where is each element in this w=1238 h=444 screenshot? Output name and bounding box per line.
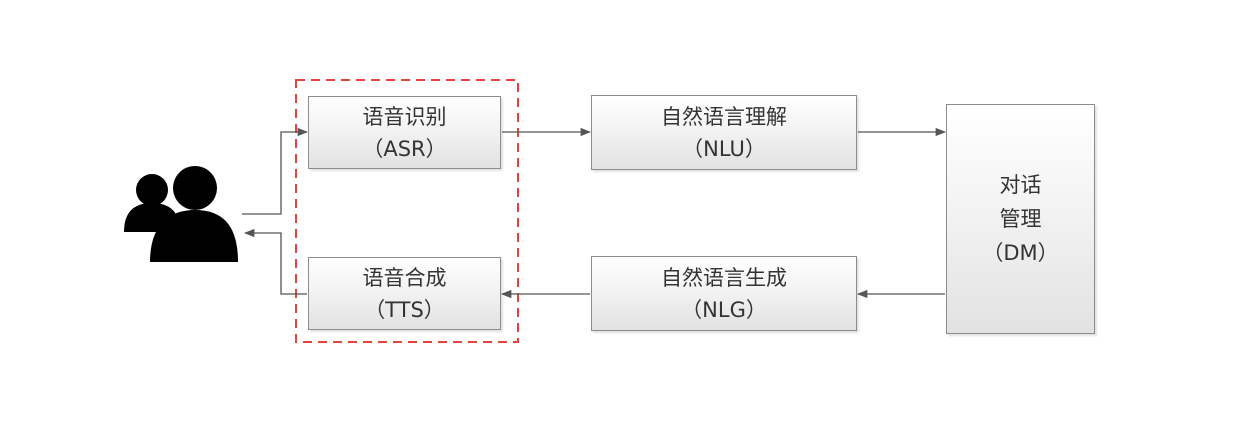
- nlg-node-name: 自然语言生成: [661, 265, 787, 290]
- asr-node-abbr: （ASR）: [362, 136, 447, 161]
- arrow-user-to-asr: [242, 127, 309, 215]
- tts-node: 语音合成 （TTS）: [308, 257, 501, 330]
- tts-node-name: 语音合成: [362, 265, 447, 290]
- speech-module-highlight: [295, 79, 519, 343]
- nlg-node-abbr: （NLG）: [681, 297, 767, 322]
- nlu-node-name: 自然语言理解: [661, 104, 787, 129]
- arrow-tts-to-user: [243, 228, 307, 295]
- users-icon: [124, 166, 238, 262]
- asr-node: 语音识别 （ASR）: [308, 96, 501, 169]
- dm-node: 对话 管理 （DM）: [946, 104, 1095, 334]
- nlu-node: 自然语言理解 （NLU）: [591, 95, 857, 170]
- dm-node-abbr: （DM）: [982, 241, 1059, 265]
- dm-node-line2: 管理: [999, 207, 1042, 231]
- nlu-node-abbr: （NLU）: [682, 136, 766, 161]
- dm-node-line1: 对话: [999, 173, 1042, 197]
- tts-node-abbr: （TTS）: [364, 297, 445, 322]
- nlg-node: 自然语言生成 （NLG）: [591, 256, 857, 331]
- asr-node-name: 语音识别: [362, 104, 447, 129]
